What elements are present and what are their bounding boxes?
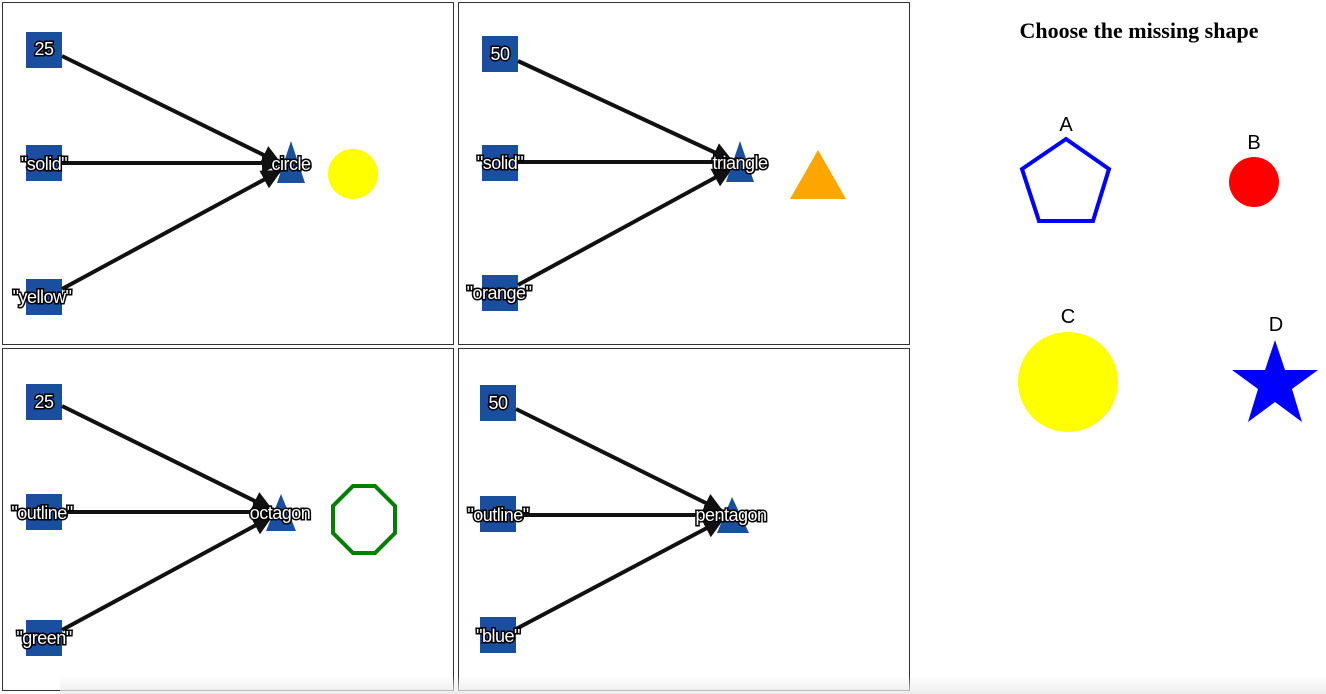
diagram-panel-2-graph: 50 "solid" "orange" triangle xyxy=(465,36,846,311)
choice-c[interactable]: C xyxy=(1012,306,1128,436)
input-node-size xyxy=(26,384,62,420)
diagram-panel-3-graph: 25 "outline" "green" octagon xyxy=(10,384,397,656)
input-label-size: 50 xyxy=(488,393,508,413)
choice-b-letter: B xyxy=(1247,132,1261,154)
edge-size-to-output xyxy=(61,54,282,165)
result-shape xyxy=(790,150,846,199)
input-label-color: "blue" xyxy=(476,626,520,646)
input-node-style xyxy=(482,145,518,181)
choice-d[interactable]: D xyxy=(1228,314,1324,426)
input-label-color: "green" xyxy=(16,628,71,648)
input-label-color: "orange" xyxy=(467,283,532,303)
choice-b[interactable]: B xyxy=(1212,128,1292,212)
input-label-style: "outline" xyxy=(467,505,528,525)
input-node-style xyxy=(26,145,62,181)
circle-solid-icon xyxy=(1018,332,1118,432)
diagram-panel-3: 25 "outline" "green" octagon xyxy=(2,348,454,691)
input-label-style: "outline" xyxy=(11,503,72,523)
star-solid-icon xyxy=(1232,340,1318,422)
edge-size-to-output xyxy=(61,404,273,511)
input-node-size xyxy=(482,36,518,72)
output-label: octagon xyxy=(250,503,311,523)
input-label-size: 25 xyxy=(34,392,54,412)
output-node xyxy=(277,141,305,183)
result-shape xyxy=(331,484,397,555)
input-node-size xyxy=(480,385,516,421)
diagram-panel-4-graph: 50 "outline" "blue" pentagon xyxy=(466,385,769,653)
edge-color-to-output xyxy=(61,515,273,632)
output-node xyxy=(726,141,754,182)
edge-color-to-output xyxy=(515,518,724,631)
result-shape xyxy=(328,149,378,199)
diagram-panel-2: 50 "solid" "orange" triangle xyxy=(458,2,910,345)
input-label-size: 50 xyxy=(490,44,510,64)
output-node xyxy=(266,494,296,531)
input-node-color xyxy=(26,620,62,656)
input-node-style xyxy=(26,494,62,530)
edge-color-to-output xyxy=(517,167,733,287)
choice-c-letter: C xyxy=(1060,306,1076,328)
input-label-color: "yellow" xyxy=(13,287,72,307)
choice-a-letter: A xyxy=(1059,114,1073,136)
input-node-color xyxy=(480,617,516,653)
output-label: pentagon xyxy=(695,505,766,525)
question-title: Choose the missing shape xyxy=(1019,18,1259,43)
circle-solid-icon xyxy=(1229,157,1279,207)
input-label-style: "solid" xyxy=(21,154,67,174)
choice-d-letter: D xyxy=(1268,314,1284,336)
answer-choices: Choose the missing shape A B C D xyxy=(912,0,1326,694)
choice-a[interactable]: A xyxy=(1012,114,1122,230)
output-node xyxy=(717,497,749,533)
input-node-style xyxy=(480,496,516,532)
input-label-size: 25 xyxy=(34,39,54,59)
edge-size-to-output xyxy=(515,407,724,513)
input-node-color xyxy=(26,279,62,315)
edge-size-to-output xyxy=(517,59,733,162)
output-label: circle xyxy=(271,154,310,174)
diagram-panel-1-graph: 25 "solid" "yellow" circle xyxy=(11,32,378,315)
edge-color-to-output xyxy=(61,169,282,291)
input-node-color xyxy=(482,275,518,311)
input-node-size xyxy=(26,32,62,68)
diagram-panel-1: 25 "solid" "yellow" circle xyxy=(2,2,454,345)
input-label-style: "solid" xyxy=(477,153,523,173)
diagram-panel-4: 50 "outline" "blue" pentagon xyxy=(458,348,910,691)
pentagon-outline-icon xyxy=(1019,136,1112,223)
output-label: triangle xyxy=(712,153,768,173)
